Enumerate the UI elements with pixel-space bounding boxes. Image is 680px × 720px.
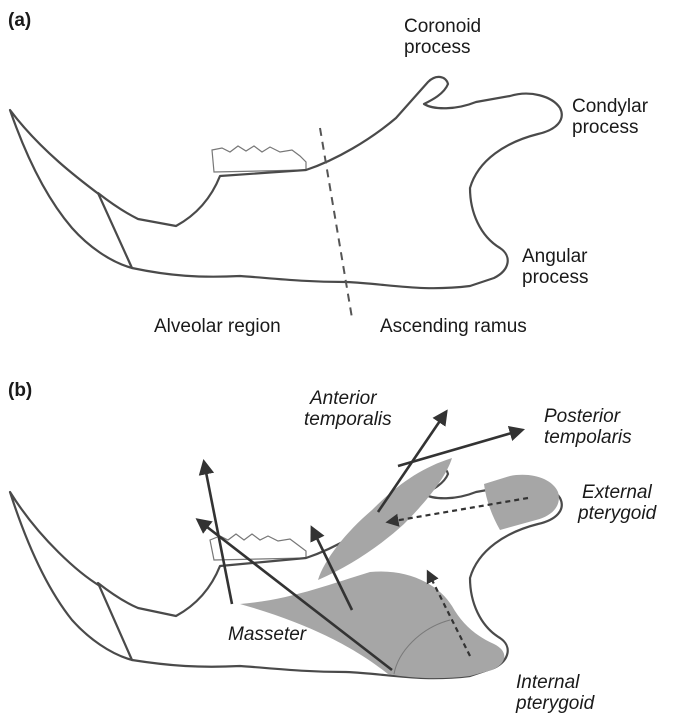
panel-a: (a) Coronoid process Condylar process An… <box>8 10 653 337</box>
panel-b: (b) Anterior temporalis Posterior tempol… <box>8 380 658 714</box>
alveolar-region-label: Alveolar region <box>154 316 281 337</box>
coronoid-label: Coronoid process <box>404 16 486 58</box>
external-pterygoid-label: External pterygoid <box>577 482 658 524</box>
panel-a-symphysis <box>10 110 132 268</box>
anterior-temporalis-label: Anterior temporalis <box>304 388 392 430</box>
masseter-label: Masseter <box>228 624 307 645</box>
internal-pterygoid-label: Internal pterygoid <box>515 672 596 714</box>
panel-a-mandible <box>98 77 562 288</box>
posterior-temporalis-vector <box>398 430 522 466</box>
panel-a-label: (a) <box>8 10 31 31</box>
angular-label: Angular process <box>522 246 593 288</box>
panel-b-teeth <box>210 534 306 560</box>
panel-a-teeth <box>212 146 306 172</box>
panel-b-symphysis <box>10 492 132 660</box>
condylar-label: Condylar process <box>572 96 653 138</box>
panel-b-label: (b) <box>8 380 32 401</box>
ascending-ramus-label: Ascending ramus <box>380 316 527 337</box>
posterior-temporalis-label: Posterior tempolaris <box>544 406 632 448</box>
